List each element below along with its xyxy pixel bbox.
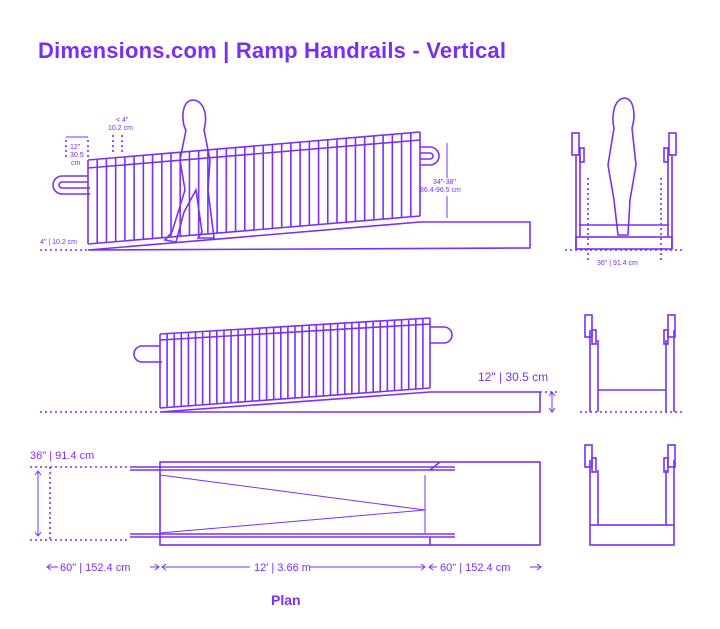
ramp-slab [87,221,531,251]
plan-label: Plan [271,592,301,608]
handrail-extension-right [420,146,440,166]
grip-label-in: 12" [70,144,81,151]
curb-label: 4" | 10.2 cm [40,239,77,246]
side-elevation-2: 12" | 30.5 cm [40,317,560,413]
spacing-label-in: < 4" [116,117,129,124]
landing-left-label: 60" | 152.4 cm [60,562,130,574]
spacing-label-cm: 10.2 cm [108,125,133,132]
plan-view: 36" | 91.4 cm 60" | 152.4 cm 12' | 3.66 … [30,450,542,608]
page-title: Dimensions.com | Ramp Handrails - Vertic… [38,38,507,63]
plan-width-label: 36" | 91.4 cm [30,450,94,462]
front-width-label: 36" | 91.4 cm [597,260,638,267]
rise-label: 12" | 30.5 cm [478,370,548,384]
rail-height-label-in: 34"-38" [433,179,456,186]
handrail-extension-left [52,175,90,195]
balusters [87,132,431,408]
landing-right-label: 60" | 152.4 cm [440,562,510,574]
rise-arrow [548,391,556,413]
person-front-figure [607,97,637,236]
rail-height-label-cm: 86.4-96.5 cm [420,187,461,194]
handrail-extension-right-2 [430,326,453,344]
grip-label-cm: 30.5 [70,152,84,159]
handrail-extension-left-2 [133,345,162,363]
front-view-bottom [584,444,676,546]
run-label: 12' | 3.66 m [254,562,311,574]
front-view-middle [580,314,685,413]
grip-label-unit: cm [71,160,81,167]
side-elevation: 12" 30.5 cm < 4" 10.2 cm 4" | 10.2 cm 34… [40,99,531,251]
front-view-top: 36" | 91.4 cm [565,97,685,267]
ramp-slab-2 [159,391,541,413]
